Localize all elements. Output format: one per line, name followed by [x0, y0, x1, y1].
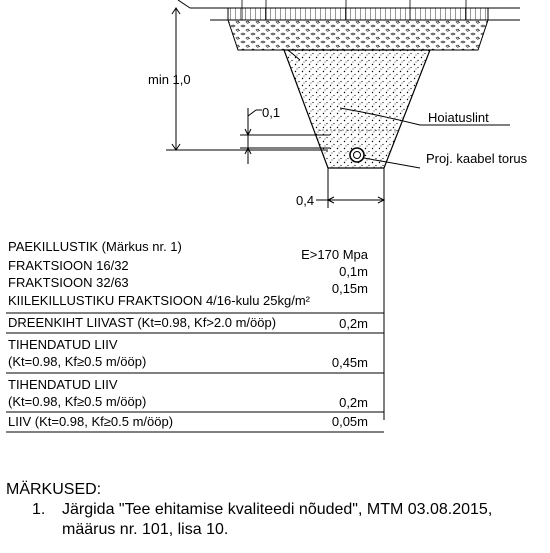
- warning-tape-callout: Hoiatuslint: [339, 107, 510, 126]
- layer-name: PAEKILLUSTIK (Märkus nr. 1): [8, 239, 182, 254]
- gravel-layer: [227, 19, 489, 51]
- notes-section: MÄRKUSED: 1. Järgida "Tee ehitamise kval…: [6, 480, 546, 540]
- layer-table: PAEKILLUSTIK (Märkus nr. 1) FRAKTSIOON 1…: [6, 239, 384, 433]
- bottom-width-dimension: 0,4: [296, 168, 386, 420]
- layer-name: TIHENDATUD LIIV: [8, 377, 118, 392]
- layer-name: TIHENDATUD LIIV: [8, 337, 118, 352]
- note-item: 1. Järgida "Tee ehitamise kvaliteedi nõu…: [6, 500, 546, 540]
- cover-label: 0,1: [262, 105, 280, 120]
- layer-value: 0,05m: [332, 414, 368, 429]
- note-text: Järgida "Tee ehitamise kvaliteedi nõuded…: [62, 501, 493, 538]
- layer-value: 0,2m: [339, 316, 368, 331]
- layer-value: E>170 Mpa: [301, 247, 369, 262]
- warning-tape-label: Hoiatuslint: [428, 110, 489, 125]
- note-number: 1.: [32, 501, 46, 518]
- layer-name: FRAKTSIOON 32/63: [8, 275, 129, 290]
- bottom-width-label: 0,4: [296, 193, 314, 208]
- layer-name: DREENKIHT LIIVAST (Kt=0.98, Kf>2.0 m/ööp…: [8, 315, 276, 330]
- layer-value: 0,1m: [339, 264, 368, 279]
- cable-pipe-label: Proj. kaabel torus: [426, 151, 528, 166]
- trench-cross-section: Hoiatuslint Proj. kaabel torus min 1,0 0…: [6, 0, 528, 433]
- layer-name: (Kt=0.98, Kf≥0.5 m/ööp): [8, 354, 146, 369]
- depth-label: min 1,0: [148, 72, 191, 87]
- layer-name: LIIV (Kt=0.98, Kf≥0.5 m/ööp): [8, 414, 173, 429]
- layer-name: KIILEKILLUSTIKU FRAKTSIOON 4/16-kulu 25k…: [8, 293, 311, 308]
- notes-title: MÄRKUSED:: [6, 481, 102, 498]
- layer-name: (Kt=0.98, Kf≥0.5 m/ööp): [8, 394, 146, 409]
- ground-surface: [177, 0, 520, 21]
- layer-value: 0,15m: [332, 281, 368, 296]
- layer-value: 0,2m: [339, 395, 368, 410]
- layer-name: FRAKTSIOON 16/32: [8, 258, 129, 273]
- cover-dimension: 0,1: [240, 105, 330, 164]
- cable-pipe: Proj. kaabel torus: [349, 147, 528, 169]
- layer-value: 0,45m: [332, 355, 368, 370]
